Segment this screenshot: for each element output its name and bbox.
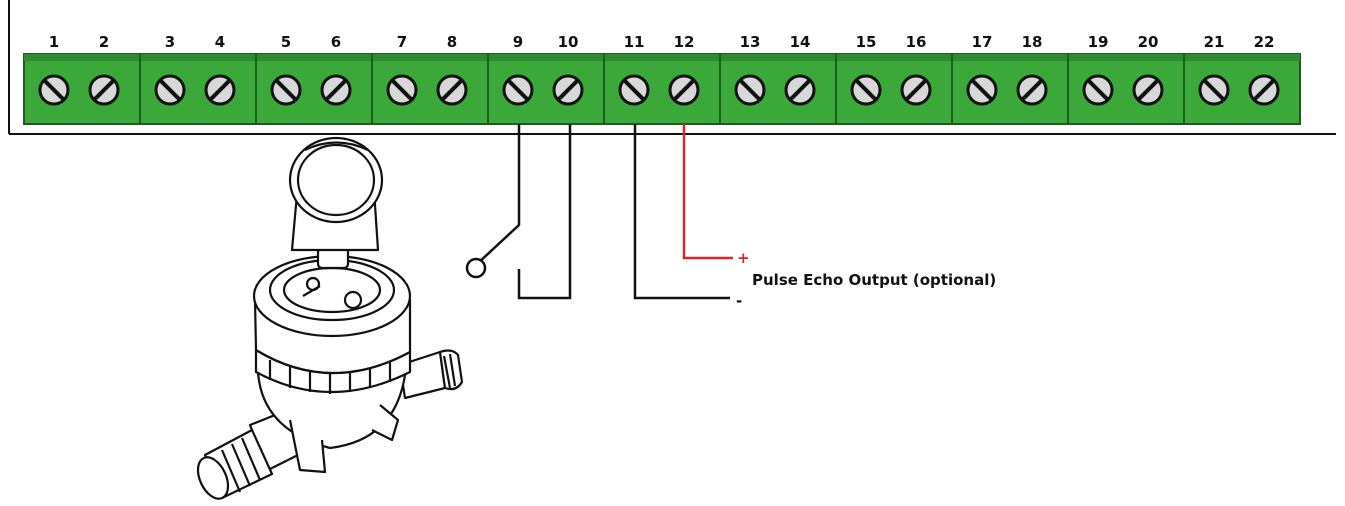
terminal-screw-18 (1016, 74, 1048, 106)
terminal-number-12: 12 (674, 33, 695, 51)
terminal-number-20: 20 (1138, 33, 1159, 51)
pulse-echo-output-label: Pulse Echo Output (optional) (752, 271, 996, 289)
pulse-output-wiring: + - Pulse Echo Output (optional) (633, 124, 996, 310)
terminal-number-6: 6 (331, 33, 341, 51)
terminal-screw-21 (1198, 74, 1230, 106)
terminal-screw-19 (1082, 74, 1114, 106)
terminal-screw-9 (502, 74, 534, 106)
terminal-number-17: 17 (972, 33, 993, 51)
terminal-number-7: 7 (397, 33, 407, 51)
terminal-screw-22 (1248, 74, 1280, 106)
terminal-number-5: 5 (281, 33, 291, 51)
terminal-number-13: 13 (740, 33, 761, 51)
terminal-block-top-strip (24, 54, 1300, 61)
terminal-screw-14 (784, 74, 816, 106)
terminal-number-4: 4 (215, 33, 225, 51)
terminal-screw-7 (386, 74, 418, 106)
terminal-number-3: 3 (165, 33, 175, 51)
terminal-number-8: 8 (447, 33, 457, 51)
negative-sign: - (736, 292, 742, 310)
terminal-screw-5 (270, 74, 302, 106)
terminal-screw-20 (1132, 74, 1164, 106)
terminal-number-21: 21 (1204, 33, 1225, 51)
switch-wiring (465, 124, 572, 300)
terminal-screw-1 (38, 74, 70, 106)
wire-terminal-11-negative (633, 124, 730, 300)
terminal-number-18: 18 (1022, 33, 1043, 51)
terminal-screw-10 (552, 74, 584, 106)
wire-terminal-10 (517, 124, 572, 300)
controller-enclosure-outline (8, 0, 1336, 135)
terminal-screw-6 (320, 74, 352, 106)
terminal-screw-3 (154, 74, 186, 106)
terminal-screw-16 (900, 74, 932, 106)
terminal-screw-2 (88, 74, 120, 106)
wire-terminal-12-positive (682, 124, 733, 260)
terminal-screw-11 (618, 74, 650, 106)
terminal-number-14: 14 (790, 33, 811, 51)
terminal-screw-4 (204, 74, 236, 106)
terminal-number-9: 9 (513, 33, 523, 51)
terminal-number-22: 22 (1254, 33, 1275, 51)
terminal-screw-15 (850, 74, 882, 106)
wire-terminal-9 (476, 124, 521, 265)
terminal-number-11: 11 (624, 33, 645, 51)
terminal-number-15: 15 (856, 33, 877, 51)
terminal-screw-13 (734, 74, 766, 106)
terminal-number-1: 1 (49, 33, 59, 51)
terminal-screw-12 (668, 74, 700, 106)
terminal-screw-17 (966, 74, 998, 106)
water-meter-icon (196, 136, 464, 500)
terminal-number-16: 16 (906, 33, 927, 51)
terminal-number-10: 10 (558, 33, 579, 51)
terminal-number-19: 19 (1088, 33, 1109, 51)
positive-sign: + (737, 249, 750, 267)
switch-contact-circle (465, 257, 487, 279)
terminal-screw-8 (436, 74, 468, 106)
terminal-number-2: 2 (99, 33, 109, 51)
